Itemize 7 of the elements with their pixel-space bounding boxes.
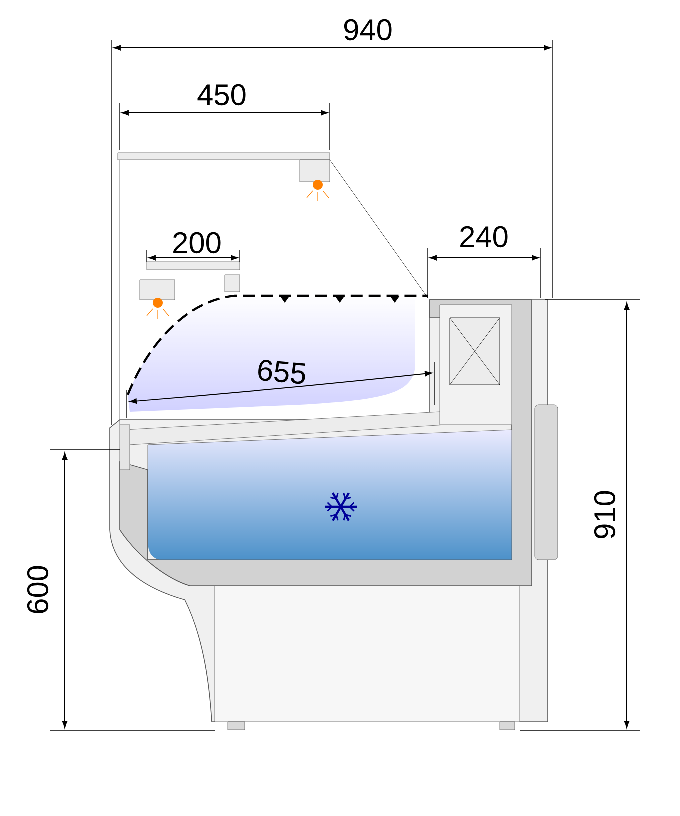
dimension-label: 940: [344, 19, 392, 41]
dimension-label: 200: [174, 232, 221, 254]
dimension-label: 910: [594, 491, 616, 539]
dimension-label: 240: [460, 226, 508, 248]
dimension-label: 600: [27, 566, 49, 614]
dimension-label: 450: [198, 84, 246, 106]
dimension-label: 655: [258, 360, 306, 384]
